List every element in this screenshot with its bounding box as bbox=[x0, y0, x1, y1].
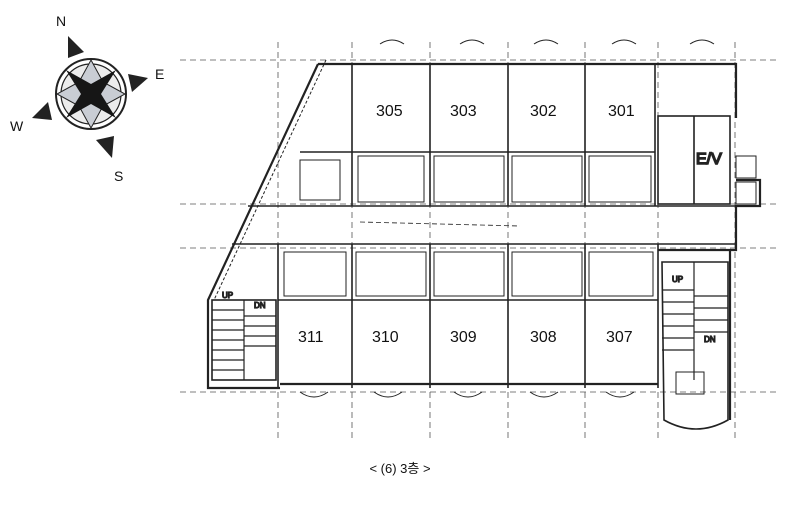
compass-east-label: E bbox=[155, 66, 164, 82]
corridor bbox=[232, 205, 736, 245]
north-arrow-icon bbox=[68, 36, 84, 58]
south-rooms bbox=[277, 244, 659, 398]
bathroom-301 bbox=[588, 155, 652, 203]
bathroom-311 bbox=[283, 251, 347, 297]
compass-diamond-icon bbox=[66, 70, 116, 118]
room-311-label: 311 bbox=[298, 329, 324, 346]
right-stair-up-label: UP bbox=[672, 275, 683, 284]
bathroom-307 bbox=[588, 251, 654, 297]
bathroom-302 bbox=[511, 155, 583, 203]
compass-rose: N E S W bbox=[10, 13, 164, 184]
room-302-label: 302 bbox=[530, 103, 557, 120]
room-303-label: 303 bbox=[450, 103, 477, 120]
compass-south-label: S bbox=[114, 168, 123, 184]
south-arrow-icon bbox=[96, 136, 114, 158]
north-rooms bbox=[299, 39, 715, 206]
room-309-label: 309 bbox=[450, 329, 477, 346]
right-staircase: UP DN bbox=[661, 261, 729, 430]
room-310-label: 310 bbox=[372, 329, 399, 346]
compass-west-label: W bbox=[10, 118, 24, 134]
east-arrow-icon bbox=[128, 74, 148, 92]
bathroom-305 bbox=[357, 155, 425, 203]
bathroom-303 bbox=[433, 155, 505, 203]
outer-walls bbox=[206, 59, 762, 420]
bathroom-310 bbox=[355, 251, 427, 297]
elevator-block: E/V bbox=[657, 115, 757, 205]
west-arrow-icon bbox=[32, 102, 52, 120]
bathroom-309 bbox=[433, 251, 505, 297]
room-307-label: 307 bbox=[606, 329, 633, 346]
left-stair-dn-label: DN bbox=[254, 301, 266, 310]
room-305-label: 305 bbox=[376, 103, 403, 120]
left-stair-up-label: UP bbox=[222, 291, 233, 300]
right-stair-dn-label: DN bbox=[704, 335, 716, 344]
room-labels: 305 303 302 301 311 310 309 308 307 bbox=[298, 103, 635, 346]
elevator-label: E/V bbox=[696, 151, 722, 168]
compass-north-label: N bbox=[56, 13, 66, 29]
floor-caption: < (6) 3층 > bbox=[369, 461, 431, 476]
bathroom-308 bbox=[511, 251, 583, 297]
room-301-label: 301 bbox=[608, 103, 635, 120]
left-staircase: UP DN bbox=[211, 290, 277, 381]
room-308-label: 308 bbox=[530, 329, 557, 346]
